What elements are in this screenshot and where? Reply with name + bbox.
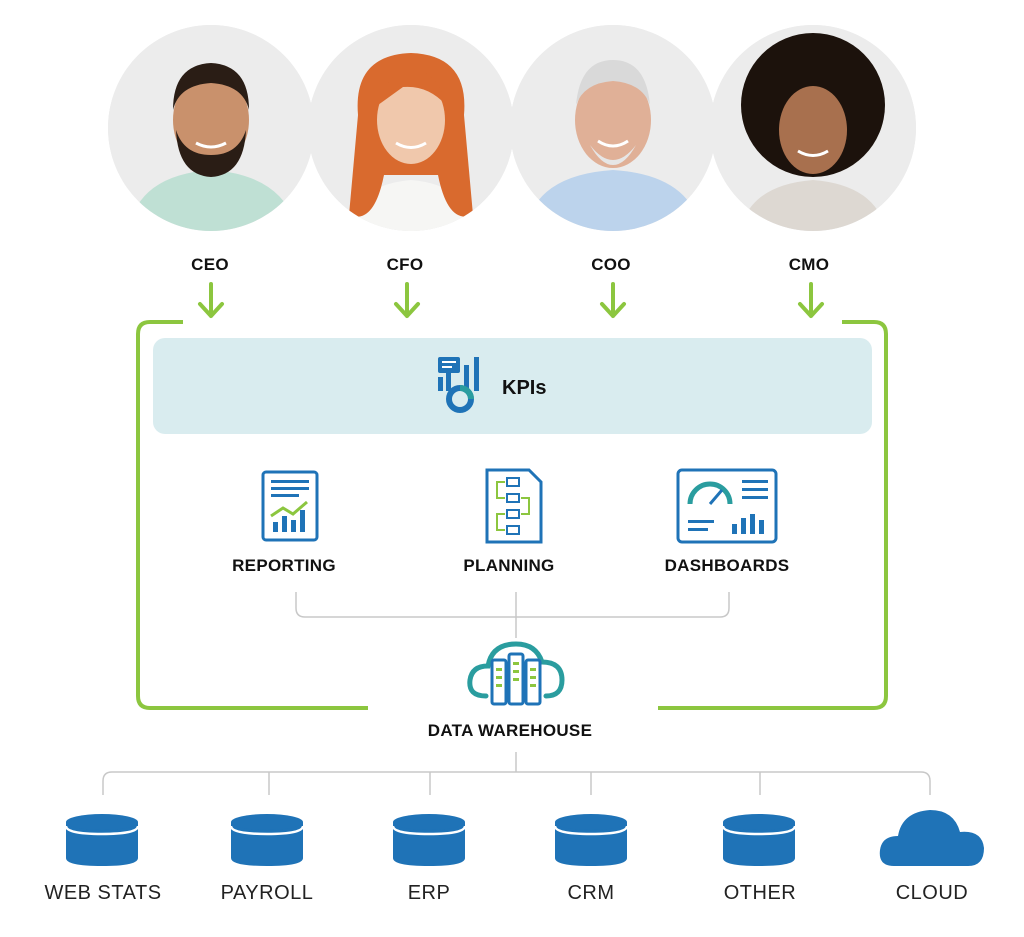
source-label-cloud: CLOUD (895, 882, 969, 904)
arrow-down-icon (198, 282, 224, 318)
tool-label-dashboards: DASHBOARDS (664, 556, 790, 575)
tool-label-reporting: REPORTING (232, 556, 336, 575)
report-icon (261, 470, 319, 542)
kpi-panel (153, 338, 872, 434)
role-label-coo: COO (591, 255, 631, 274)
cloud-icon (879, 810, 984, 866)
cmo-avatar (710, 25, 916, 231)
source-label-web-stats: WEB STATS (44, 882, 162, 904)
tool-label-planning: PLANNING (463, 556, 555, 575)
database-icon (721, 814, 797, 866)
arrow-down-icon (798, 282, 824, 318)
source-label-payroll: PAYROLL (220, 882, 314, 904)
kpi-label: KPIs (502, 377, 547, 399)
cfo-avatar (308, 25, 514, 231)
sources-connector (102, 752, 931, 795)
arrow-down-icon (394, 282, 420, 318)
database-icon (229, 814, 305, 866)
data-warehouse-label: DATA WAREHOUSE (427, 721, 593, 740)
coo-avatar (510, 25, 716, 231)
database-icon (391, 814, 467, 866)
kpi-icon (438, 357, 479, 413)
role-label-cmo: CMO (788, 255, 830, 274)
green-frame-right (658, 320, 888, 710)
dashboard-icon (676, 468, 778, 544)
database-icon (553, 814, 629, 866)
ceo-avatar (108, 25, 314, 231)
database-icon (64, 814, 140, 866)
source-label-other: OTHER (723, 882, 797, 904)
planning-icon (485, 468, 543, 544)
role-label-ceo: CEO (191, 255, 229, 274)
tools-connector (295, 592, 730, 638)
source-label-crm: CRM (567, 882, 615, 904)
cloud-server-icon (467, 641, 565, 706)
green-frame-left (136, 320, 368, 710)
role-label-cfo: CFO (386, 255, 424, 274)
source-label-erp: ERP (407, 882, 451, 904)
arrow-down-icon (600, 282, 626, 318)
